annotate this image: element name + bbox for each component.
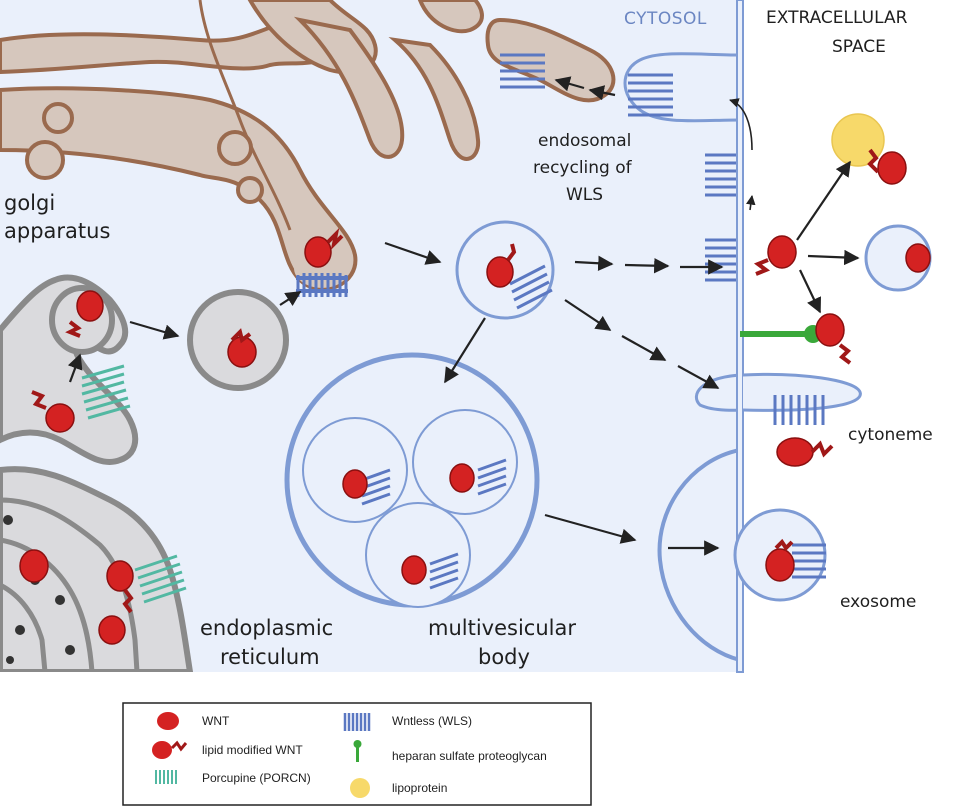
- label-reticulum: reticulum: [220, 645, 320, 669]
- wnt-protein: [449, 463, 475, 493]
- golgi-apparatus: [0, 0, 616, 291]
- label-cytosol: CYTOSOL: [624, 9, 707, 29]
- wnt-protein: [304, 236, 332, 268]
- legend-wnt-swatch: [157, 712, 179, 730]
- legend-hspg-swatch: [353, 740, 362, 762]
- wnt-protein: [486, 256, 514, 288]
- extracellular-structures: [733, 113, 932, 602]
- legend-wntless: Wntless (WLS): [392, 714, 472, 728]
- label-wls: WLS: [566, 185, 603, 205]
- legend-hspg: heparan sulfate proteoglycan: [392, 749, 547, 763]
- label-body: body: [478, 645, 530, 669]
- label-multivesicular: multivesicular: [428, 616, 576, 640]
- transport-vesicle: [187, 289, 289, 391]
- wnt-protein: [76, 290, 104, 322]
- endosome-vesicle: [455, 220, 555, 320]
- legend-lipoprotein: lipoprotein: [392, 781, 447, 795]
- wnt-protein: [815, 313, 845, 347]
- legend-wls-swatch: [343, 713, 371, 731]
- legend-porcupine: Porcupine (PORCN): [202, 771, 311, 785]
- legend-porcupine-swatch: [155, 770, 177, 784]
- recycling-endosome: [500, 52, 740, 123]
- wnt-protein: [877, 151, 907, 185]
- label-cytoneme: cytoneme: [848, 425, 933, 445]
- exosome-bulge: [657, 448, 740, 662]
- wnt-protein: [401, 555, 427, 585]
- er-bud: [49, 285, 115, 355]
- label-exosome: exosome: [840, 592, 916, 612]
- label-space: SPACE: [832, 37, 886, 57]
- porcupine-in-er: [31, 364, 131, 433]
- wnt-protein: [19, 549, 49, 583]
- hspg: [740, 325, 822, 343]
- wnt-protein: [106, 560, 134, 592]
- legend: WNT lipid modified WNT Porcupine (PORCN)…: [122, 702, 592, 806]
- wnt-protein: [905, 243, 931, 273]
- wnt-protein: [342, 469, 368, 499]
- wnt-protein: [98, 615, 126, 645]
- wnt-protein: [767, 235, 797, 269]
- label-extracellular: EXTRACELLULAR: [766, 8, 908, 28]
- label-golgi: golgi: [4, 191, 55, 215]
- multivesicular-body: [284, 352, 540, 608]
- legend-lipid-wnt-swatch: [152, 741, 172, 759]
- golgi-bud-wls: [294, 227, 350, 297]
- pathway-arrows: [67, 76, 860, 556]
- legend-lipoprotein-swatch: [350, 778, 370, 798]
- wnt-protein: [765, 548, 795, 582]
- wnt-protein: [45, 403, 75, 433]
- legend-wnt: WNT: [202, 714, 230, 728]
- label-endosomal: endosomal: [538, 131, 631, 151]
- label-recycling: recycling of: [533, 158, 633, 178]
- label-apparatus: apparatus: [4, 219, 110, 243]
- legend-lipid-wnt: lipid modified WNT: [202, 743, 303, 757]
- label-endoplasmic: endoplasmic: [200, 616, 333, 640]
- wnt-protein: [776, 437, 814, 467]
- porcupine-lower: [19, 549, 187, 645]
